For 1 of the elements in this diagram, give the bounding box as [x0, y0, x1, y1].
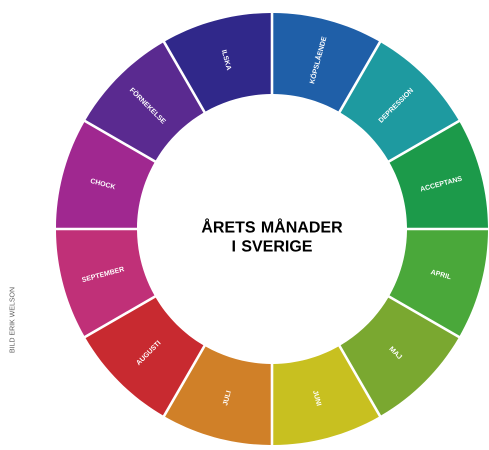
- title: ÅRETS MÅNADER I SVERIGE: [202, 218, 342, 252]
